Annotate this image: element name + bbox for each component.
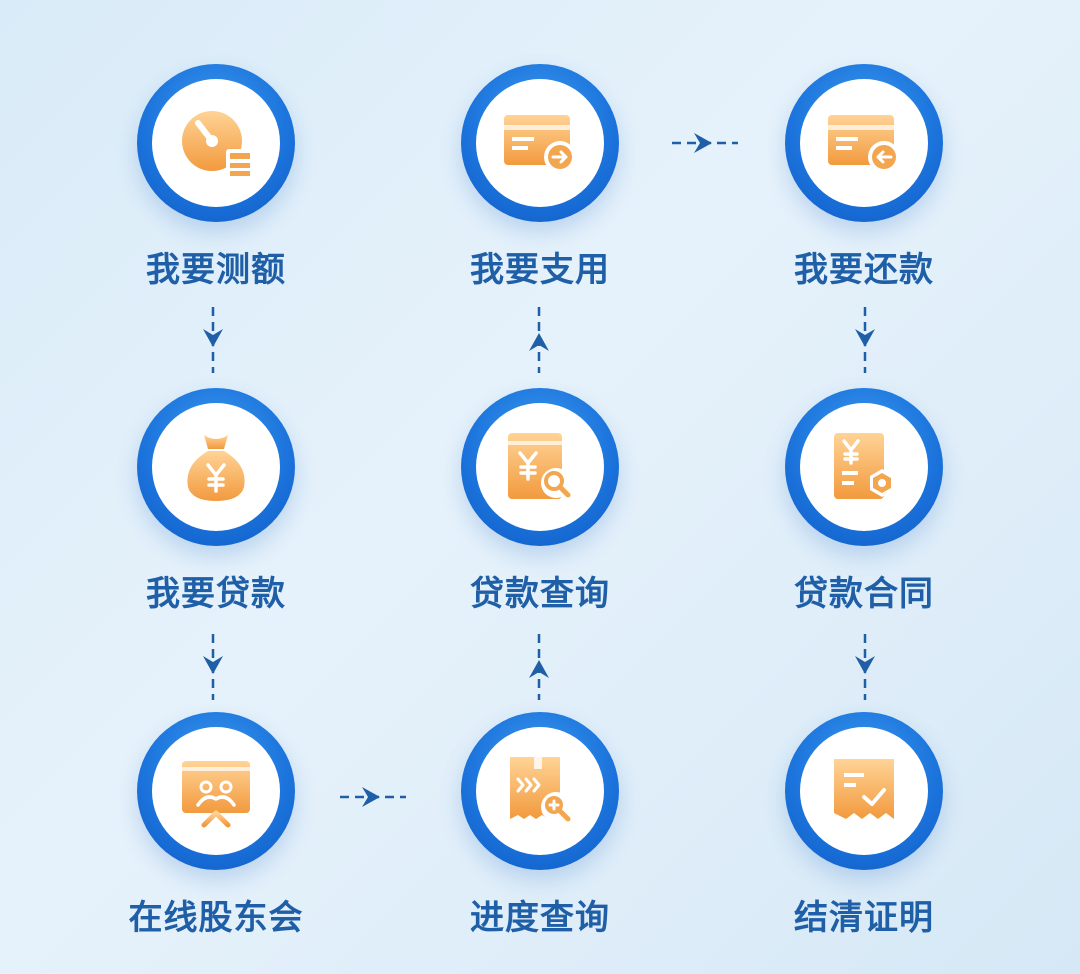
step-quota-test[interactable]: 我要测额 [96,64,336,291]
online-meeting-icon [182,761,250,828]
arrow-right-meeting-to-progress [338,782,408,812]
step-label: 我要支用 [470,250,610,290]
step-loan-contract[interactable]: 贷款合同 [744,388,984,615]
step-label: 在线股东会 [128,898,304,938]
arrow-down-apply-to-meeting [198,632,228,702]
arrow-down-test-to-apply [198,305,228,375]
step-ring [137,712,295,870]
step-settlement-certificate[interactable]: 结清证明 [744,712,984,939]
step-label: 我要测额 [146,250,286,290]
progress-search-icon [510,757,571,822]
step-label: 我要贷款 [146,574,286,614]
gauge-calculator-icon [182,111,254,179]
step-label: 我要还款 [794,250,934,290]
step-ring [785,64,943,222]
step-label: 结清证明 [794,898,934,938]
step-label: 进度查询 [470,898,610,938]
step-label: 贷款合同 [794,574,934,614]
step-ring [461,712,619,870]
step-ring [137,64,295,222]
step-ring [785,388,943,546]
card-return-icon [828,115,900,173]
money-bag-icon [187,435,245,501]
arrow-down-repay-to-contract [850,305,880,375]
arrow-up-query-to-drawdown [524,305,554,375]
step-ring [785,712,943,870]
arrow-up-progress-to-query [524,632,554,702]
step-loan-query[interactable]: 贷款查询 [420,388,660,615]
step-ring [461,64,619,222]
step-ring [461,388,619,546]
step-online-shareholder-meeting[interactable]: 在线股东会 [96,712,336,939]
yuan-search-icon [508,433,571,499]
step-label: 贷款查询 [470,574,610,614]
contract-seal-icon [834,433,894,499]
step-drawdown[interactable]: 我要支用 [420,64,660,291]
arrow-down-contract-to-certificate [850,632,880,702]
step-progress-query[interactable]: 进度查询 [420,712,660,939]
step-apply-loan[interactable]: 我要贷款 [96,388,336,615]
step-repay[interactable]: 我要还款 [744,64,984,291]
step-ring [137,388,295,546]
card-send-icon [504,115,576,173]
arrow-right-drawdown-to-repay [670,128,740,158]
receipt-check-icon [834,759,894,819]
